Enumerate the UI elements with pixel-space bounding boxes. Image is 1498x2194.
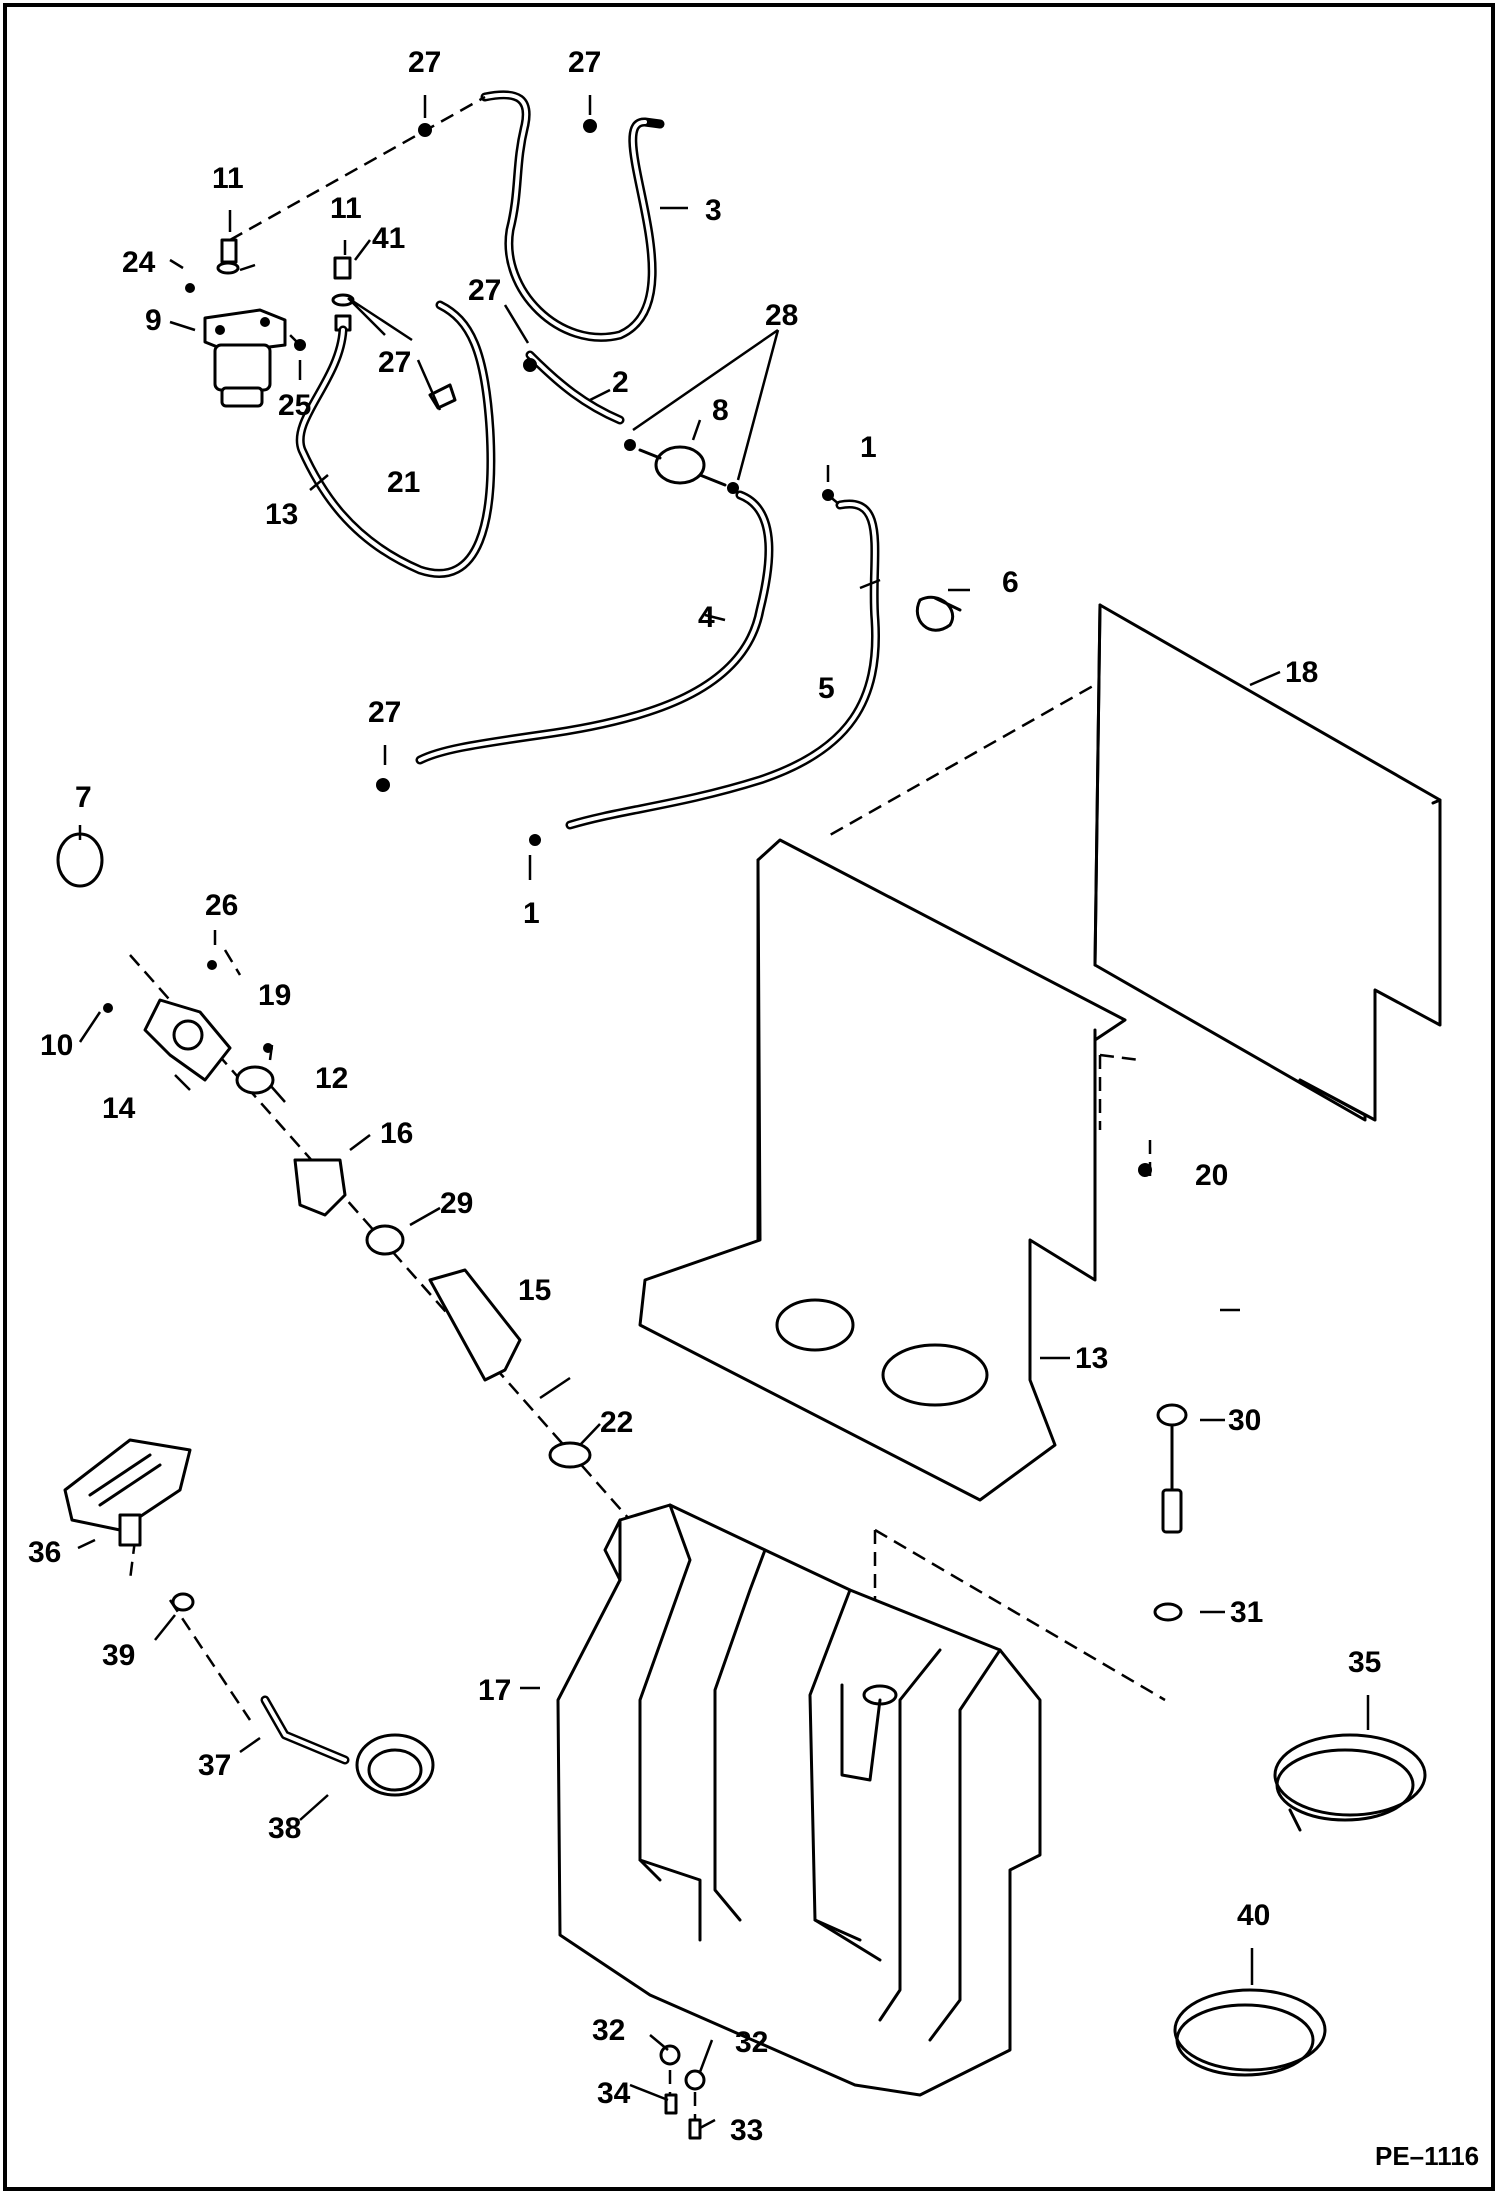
callout-29: 29 xyxy=(440,1187,473,1220)
callout-34: 34 xyxy=(597,2077,631,2110)
callout-41: 41 xyxy=(372,222,405,255)
callout-6: 6 xyxy=(1002,566,1019,599)
fittings-27 xyxy=(376,119,834,846)
hose-5 xyxy=(565,499,881,830)
panel-19-detail xyxy=(1093,603,1442,967)
callout-16: 15 xyxy=(518,1274,551,1307)
callout-36: 36 xyxy=(28,1536,61,1569)
callout-31: 31 xyxy=(1230,1596,1263,1629)
callout-14: 13 xyxy=(265,498,298,531)
callout-28: 28 xyxy=(765,299,798,332)
fuel-sender-30 xyxy=(1153,1403,1188,1622)
panel-19 xyxy=(1093,603,1442,1122)
callout-26: 26 xyxy=(205,889,238,922)
hose-3 xyxy=(480,90,665,342)
sheet-code: PE–1116 xyxy=(1375,2141,1479,2171)
filler-assembly xyxy=(56,832,592,1469)
page-border xyxy=(3,3,1495,2191)
callout-27: 27 xyxy=(378,346,411,379)
callout-19: 18 xyxy=(1285,656,1318,689)
callout-8: 8 xyxy=(712,394,729,427)
vent-assembly xyxy=(63,1438,435,1797)
callout-3: 3 xyxy=(705,194,722,227)
callout-40: 40 xyxy=(1237,1899,1270,1932)
fuel-filter-assembly xyxy=(185,238,355,408)
callout-2: 2 xyxy=(612,366,629,399)
callout-15: 14 xyxy=(102,1092,136,1125)
callout-11: 11 xyxy=(330,192,362,225)
panel-13 xyxy=(638,838,1127,1502)
hose-coil-40 xyxy=(1173,1988,1327,2077)
callouts: 27 27 3 11 11 41 24 27 28 9 27 2 25 8 1 … xyxy=(28,46,1381,2147)
hose-14 xyxy=(295,300,496,578)
callout-7: 7 xyxy=(75,781,92,814)
callout-32: 32 xyxy=(735,2026,768,2059)
drain-parts xyxy=(659,1163,1152,2140)
callout-1: 1 xyxy=(860,431,877,464)
callout-23: 21 xyxy=(387,466,420,499)
leader-lines xyxy=(77,95,1370,2130)
callout-20: 19 xyxy=(258,979,291,1012)
callout-17: 16 xyxy=(380,1117,413,1150)
clamp-6 xyxy=(915,595,962,632)
callout-39: 39 xyxy=(102,1639,135,1672)
callout-21: 20 xyxy=(1195,1159,1228,1192)
callout-18: 17 xyxy=(478,1674,511,1707)
callout-38: 38 xyxy=(268,1812,301,1845)
callout-24: 22 xyxy=(600,1406,633,1439)
callout-11: 11 xyxy=(212,162,244,195)
callout-4: 4 xyxy=(698,601,715,634)
callout-37: 37 xyxy=(198,1749,231,1782)
callout-1: 1 xyxy=(523,897,540,930)
hose-coil-35 xyxy=(1273,1733,1427,1832)
callout-27: 27 xyxy=(568,46,601,79)
callout-27: 27 xyxy=(368,696,401,729)
callout-27: 27 xyxy=(408,46,441,79)
callout-33: 33 xyxy=(730,2114,763,2147)
callout-30: 30 xyxy=(1228,1404,1261,1437)
callout-5: 5 xyxy=(818,672,835,705)
callout-13: 13 xyxy=(1075,1342,1108,1375)
callout-35: 35 xyxy=(1348,1646,1381,1679)
callout-12: 12 xyxy=(315,1062,348,1095)
callout-22: 24 xyxy=(122,246,156,279)
callout-27: 27 xyxy=(468,274,501,307)
callout-10: 10 xyxy=(40,1029,73,1062)
hose-2-and-inline-filter xyxy=(525,350,739,494)
callout-9: 9 xyxy=(145,304,162,337)
fuel-tank-18 xyxy=(556,1503,1042,2097)
hose-4 xyxy=(415,490,774,765)
callout-25: 25 xyxy=(278,389,311,422)
callout-32: 32 xyxy=(592,2014,625,2047)
